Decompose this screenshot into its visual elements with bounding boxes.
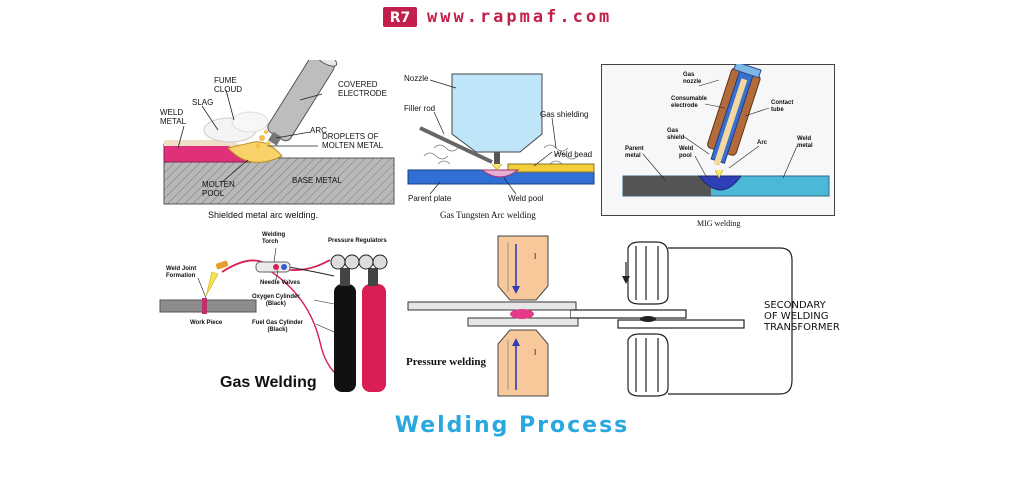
smaw-label-arc: ARC: [310, 126, 327, 135]
gas-label-welding-torch: Welding Torch: [262, 232, 286, 245]
gtaw-label-filler-rod: Filler rod: [404, 104, 436, 113]
top-electrode: [497, 235, 549, 301]
mig-caption: MIG welding: [697, 219, 741, 228]
smaw-caption: Shielded metal arc welding.: [208, 210, 319, 220]
upper-sheet: [407, 301, 577, 311]
mig-label-weld-metal: Weld metal: [797, 136, 813, 149]
smaw-label-weld-metal: WELD METAL: [160, 108, 187, 126]
smaw-label-fume-cloud: FUME CLOUD: [214, 76, 243, 94]
weld-joint: [202, 298, 207, 314]
gas-label-weld-joint-formation: Weld Joint Formation: [166, 266, 197, 279]
gtaw-label-weld-pool: Weld pool: [508, 194, 544, 203]
welding-torch: [215, 260, 291, 273]
oxygen-cylinder: [334, 284, 356, 392]
pressure-label-force-top: I: [534, 252, 537, 261]
filler-rod: [419, 126, 493, 164]
gtaw-label-weld-bead: Weld bead: [554, 150, 593, 159]
smaw-label-base-metal: BASE METAL: [292, 176, 342, 185]
gtaw-illustration: [407, 73, 595, 195]
fuel-gas-cylinder: [362, 284, 386, 392]
gtaw-nozzle: [451, 73, 543, 153]
mig-weld-pool: [697, 175, 742, 191]
gtaw-label-parent-plate: Parent plate: [408, 194, 452, 203]
smaw-label-molten-pool: MOLTEN POOL: [202, 180, 235, 198]
parent-metal: [623, 176, 711, 196]
gas-welding-illustration: [159, 247, 388, 392]
mig-label-gas-shield: Gas shield: [667, 128, 685, 141]
weld-nugget: [510, 309, 534, 319]
slag: [164, 140, 254, 154]
mig-label-arc: Arc: [757, 140, 768, 146]
gas-label-fuel-gas-cylinder: Fuel Gas Cylinder (Black): [252, 320, 304, 333]
transformer-illustration: [570, 241, 793, 397]
gas-caption: Gas Welding: [220, 374, 317, 391]
mig-label-contact-tube: Contact tube: [771, 100, 794, 113]
gtaw-caption: Gas Tungsten Arc welding: [440, 210, 536, 220]
page-title: Welding Process: [394, 413, 630, 438]
spot-welding-transformer-diagram: SECONDARY OF WELDING TRANSFORMER: [570, 238, 860, 398]
smaw-label-covered-electrode: COVERED ELECTRODE: [338, 80, 387, 98]
mig-illustration: [601, 64, 835, 216]
smaw-label-droplets: DROPLETS OF MOLTEN METAL: [322, 132, 384, 150]
covered-electrode: [267, 60, 338, 146]
lower-sheet: [467, 317, 579, 327]
gtaw-diagram: Nozzle Filler rod Gas shielding Weld bea…: [404, 70, 596, 222]
molten-pool: [227, 141, 283, 163]
gtaw-label-nozzle: Nozzle: [404, 74, 429, 83]
bottom-electrode: [497, 329, 549, 397]
gas-welding-diagram: Welding Torch Pressure Regulators Weld J…: [158, 232, 398, 400]
gas-label-oxygen-cylinder: Oxygen Cylinder (Black): [252, 294, 300, 307]
weld-bead: [507, 163, 595, 173]
smaw-illustration: [163, 60, 395, 205]
pressure-welding-illustration: [407, 235, 579, 397]
rapmaf-logo-icon: R7: [383, 7, 417, 27]
gas-label-needle-valves: Needle Valves: [260, 280, 301, 286]
smaw-diagram: FUME CLOUD COVERED ELECTRODE SLAG WELD M…: [158, 60, 398, 225]
mig-label-weld-pool: Weld pool: [679, 146, 694, 159]
transformer-label: SECONDARY OF WELDING TRANSFORMER: [764, 300, 840, 333]
mig-label-gas-nozzle: Gas nozzle: [683, 72, 702, 85]
smaw-label-slag: SLAG: [192, 98, 214, 107]
tungsten-electrode: [494, 152, 500, 164]
mig-label-parent-metal: Parent metal: [625, 146, 644, 159]
mig-label-consumable-electrode: Consumable electrode: [671, 96, 708, 109]
brand-url[interactable]: www.rapmaf.com: [427, 7, 613, 27]
pressure-label-force-bottom: I: [534, 348, 537, 357]
mig-diagram: Gas nozzle Consumable electrode Contact …: [601, 64, 835, 230]
gtaw-label-gas-shielding: Gas shielding: [540, 110, 589, 119]
brand-header[interactable]: R7 www.rapmaf.com: [383, 6, 612, 28]
svg-text:R7: R7: [390, 10, 411, 26]
gas-label-pressure-regulators: Pressure Regulators: [328, 238, 387, 244]
pressure-regulators: [330, 254, 388, 286]
pressure-caption: Pressure welding: [406, 356, 486, 368]
pressure-welding-diagram: I I Pressure welding: [404, 234, 579, 400]
gtaw-weld-pool: [480, 169, 520, 178]
base-metal: [163, 157, 395, 205]
work-piece: [159, 299, 257, 313]
gas-label-work-piece: Work Piece: [190, 320, 223, 326]
